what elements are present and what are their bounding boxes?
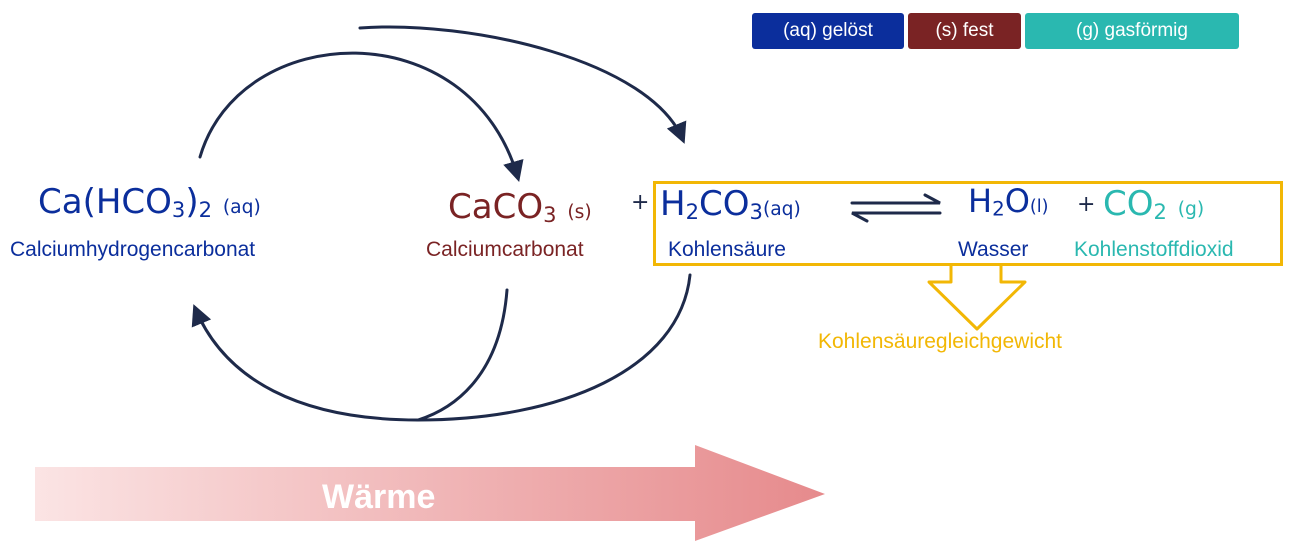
return-arrow-from-caco3 bbox=[416, 288, 509, 422]
label-kohlensaeure: Kohlensäure bbox=[668, 238, 786, 261]
legend-aq: (aq) gelöst bbox=[752, 13, 904, 49]
label-calciumcarbonat: Calciumcarbonat bbox=[426, 238, 584, 261]
equilibrium-label: Kohlensäuregleichgewicht bbox=[818, 330, 1062, 353]
equilibrium-box bbox=[653, 181, 1283, 266]
plus-sign-1: + bbox=[631, 190, 650, 215]
plus-sign-2: + bbox=[1077, 192, 1096, 217]
legend-s-label: (s) fest bbox=[935, 20, 994, 41]
legend-g: (g) gasförmig bbox=[1025, 13, 1239, 49]
formula-calciumcarbonat: CaCO3 (s) bbox=[448, 187, 592, 227]
formula-kohlensaeure: H2CO3(aq) bbox=[660, 184, 801, 224]
return-arrow-from-h2co3 bbox=[416, 273, 692, 422]
equilibrium-arrow-forward bbox=[850, 193, 941, 205]
label-wasser: Wasser bbox=[958, 238, 1029, 261]
formation-arrow-to-caHCO3 bbox=[191, 304, 420, 422]
decomposition-arrow-to-h2co3 bbox=[358, 25, 687, 144]
equilibrium-arrow-backward bbox=[851, 211, 942, 223]
formula-wasser: H2O(l) bbox=[968, 182, 1049, 221]
formula-calciumhydrogencarbonat: Ca(HCO3)2 (aq) bbox=[38, 182, 261, 222]
heat-arrow bbox=[35, 445, 825, 541]
legend-aq-label: (aq) gelöst bbox=[783, 20, 873, 41]
decomposition-arrow-to-caco3 bbox=[198, 51, 524, 183]
formula-kohlenstoffdioxid: CO2 (g) bbox=[1103, 184, 1205, 224]
heat-label: Wärme bbox=[322, 478, 436, 516]
label-calciumhydrogencarbonat: Calciumhydrogencarbonat bbox=[10, 238, 256, 261]
legend-s: (s) fest bbox=[908, 13, 1021, 49]
equilibrium-down-arrow bbox=[927, 266, 1027, 331]
legend-g-label: (g) gasförmig bbox=[1076, 20, 1188, 41]
label-kohlenstoffdioxid: Kohlenstoffdioxid bbox=[1074, 238, 1234, 261]
